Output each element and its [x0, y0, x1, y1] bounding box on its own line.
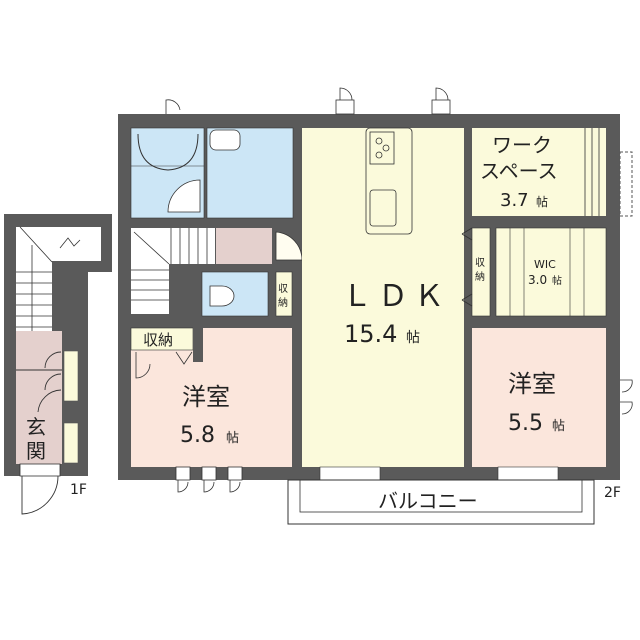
western-room-2-size: 5.5: [508, 411, 543, 436]
western-room-1-name: 洋室: [182, 383, 230, 411]
floor-label-2f: 2F: [604, 485, 621, 501]
svg-text:帖: 帖: [536, 194, 548, 209]
western-room-2: [472, 328, 606, 467]
storage-ldk: [471, 227, 491, 317]
svg-text:収: 収: [278, 283, 288, 295]
workspace-name-2: スペース: [480, 159, 558, 183]
bath-door: [167, 179, 201, 213]
stairs-1f: [16, 227, 52, 331]
floor-1f: 玄 関 1F: [4, 214, 112, 515]
entrance-label-2: 関: [26, 439, 46, 463]
washroom: [206, 127, 294, 219]
stove: [369, 131, 395, 165]
bathtub: [137, 133, 199, 171]
window-bath: [162, 96, 184, 114]
western-room-1: [131, 328, 292, 467]
western-room-1-windows: [175, 466, 243, 493]
wash-basin: [209, 129, 241, 151]
svg-text:帖: 帖: [552, 274, 562, 287]
svg-text:帖: 帖: [552, 419, 565, 434]
wic-room: [495, 227, 607, 317]
floor-label-1f: 1F: [70, 482, 87, 498]
western-room-1-size: 5.8: [180, 423, 215, 448]
entrance-doors: [16, 351, 62, 413]
western-room-2-window: [497, 466, 559, 481]
svg-text:納: 納: [278, 296, 288, 309]
front-door-frame: [19, 463, 61, 477]
floor-2f: 収 納 収納 洋室 5.8 帖 ＬＤＫ 15.4 帖: [118, 87, 633, 525]
balcony-label: バルコニー: [378, 489, 478, 513]
stair-lines-1f: [16, 226, 81, 331]
svg-text:収: 収: [475, 257, 485, 269]
storage-hall: [275, 271, 293, 317]
wic-size: 3.0: [528, 273, 547, 287]
sink: [369, 189, 397, 227]
ldk-size: 15.4: [344, 320, 397, 348]
shoe-storage-1: [63, 350, 79, 402]
shoe-storage-2: [63, 422, 79, 464]
toilet-bowl: [209, 285, 235, 307]
entrance-label-1: 玄: [26, 415, 46, 439]
workspace-size: 3.7: [500, 190, 529, 211]
western-room-2-name: 洋室: [508, 370, 556, 398]
ldk-name: ＬＤＫ: [342, 279, 450, 314]
ldk-window: [319, 466, 381, 481]
svg-text:帖: 帖: [406, 330, 420, 346]
svg-text:帖: 帖: [226, 431, 239, 446]
workspace-room: [472, 128, 606, 216]
stairs-2f: [131, 228, 169, 314]
wic-name: WIC: [534, 258, 556, 271]
front-door-swing: [21, 475, 59, 515]
svg-text:納: 納: [475, 270, 485, 283]
workspace-name-1: ワーク: [492, 133, 552, 157]
balcony-inner: [299, 479, 583, 513]
svg-text:収納: 収納: [143, 331, 173, 349]
hall-2f: [216, 228, 272, 264]
